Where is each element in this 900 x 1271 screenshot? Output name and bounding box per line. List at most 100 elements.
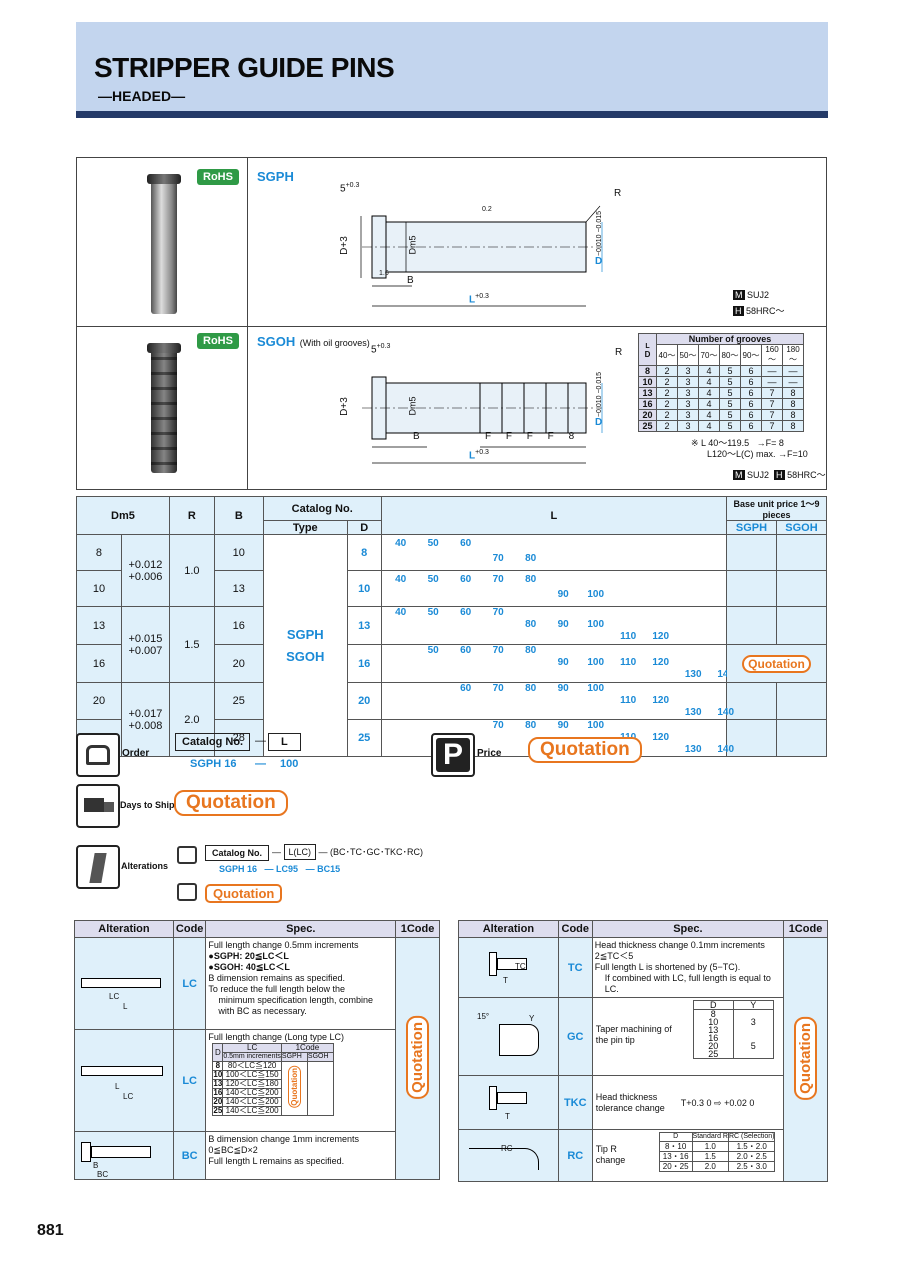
h-d: D xyxy=(346,520,382,535)
header-bar xyxy=(76,111,828,118)
sgoh-panel: RoHS SGOH (With oil grooves) 5+0.3 R D+3… xyxy=(76,326,827,490)
grooves-col: 90～ xyxy=(740,344,762,366)
alt-truck-icon xyxy=(177,883,197,901)
sgoh-f-note-1: ※ L 40～119.5 →F= 8 xyxy=(691,438,784,448)
h-l: L xyxy=(380,496,728,535)
phone-icon xyxy=(76,733,120,777)
sgoh-drawing xyxy=(362,376,603,464)
altr-h-1code: 1Code xyxy=(783,920,828,938)
r-1: 1.0 xyxy=(168,534,215,607)
L-value: 60 xyxy=(460,683,472,694)
alterations-label: Alterations xyxy=(121,861,169,871)
L-value: 70 xyxy=(492,645,504,656)
L-value: 70 xyxy=(492,574,504,585)
dm5-8: 8 xyxy=(76,534,122,571)
L-16a: 50 60 70 80 xyxy=(382,645,728,657)
D-25: 25 xyxy=(346,719,382,757)
lc2-diagram: L LC xyxy=(74,1029,174,1132)
sgph-dim-angle: 0.2 xyxy=(482,206,492,213)
dm5-20: 20 xyxy=(76,682,122,720)
alt-example: SGPH 16 — LC95 — BC15 xyxy=(219,864,341,874)
tkc-diagram: T xyxy=(458,1075,559,1130)
L-value: 120 xyxy=(652,657,670,668)
L-value: 50 xyxy=(427,645,439,656)
dm5-10: 10 xyxy=(76,570,122,607)
altr-h-alteration: Alteration xyxy=(458,920,559,938)
truck-icon xyxy=(76,784,120,828)
sgph-dim-Dm5: Dm5 xyxy=(407,235,418,255)
sgph-panel: RoHS SGPH 5+0.3 R D+3 Dm5 D −0.010 −0.01… xyxy=(76,157,827,327)
L-value: 40 xyxy=(395,607,407,618)
grooves-col: 70～ xyxy=(698,344,720,366)
alt-h-code: Code xyxy=(172,920,207,938)
alt-lc-box: — L(LC) — (BC･TC･GC･TKC･RC) xyxy=(272,844,423,860)
lc-code: LC xyxy=(172,937,207,1030)
alt-h-1code: 1Code xyxy=(395,920,440,938)
sgoh-dim-5: 5+0.3 xyxy=(371,343,391,356)
alt-right-quotation: Quotation xyxy=(783,937,828,1182)
order-example-dash: — xyxy=(255,758,266,770)
sgph-pin-image xyxy=(151,176,177,314)
page-title: STRIPPER GUIDE PINS xyxy=(94,52,395,83)
price-label: Price xyxy=(477,748,502,759)
h-sgph: SGPH xyxy=(726,520,777,535)
grooves-col: 180～ xyxy=(782,344,804,366)
L-value: 130 xyxy=(684,669,702,680)
tol-1: +0.012 +0.006 xyxy=(120,534,170,607)
h-dm5: Dm5 xyxy=(76,496,170,535)
D-10: 10 xyxy=(346,570,382,607)
L-value: 130 xyxy=(684,744,702,755)
alt-phone-icon xyxy=(177,846,197,864)
sgph-hardness: H 58HRC～ xyxy=(733,306,785,316)
page-number: 881 xyxy=(37,1222,64,1239)
sgoh-f-note-2: L120～L(C) max. →F=10 xyxy=(707,449,808,459)
L-value: 80 xyxy=(525,553,537,564)
order-catalog-box: Catalog No. xyxy=(175,733,251,751)
L-value: 60 xyxy=(460,574,472,585)
L-value: 60 xyxy=(460,645,472,656)
alt-h-spec: Spec. xyxy=(205,920,397,938)
order-example-2: 100 xyxy=(280,758,299,770)
sgph-dim-R: R xyxy=(614,188,622,199)
h-b: B xyxy=(213,496,264,535)
L-value: 80 xyxy=(525,574,537,585)
grooves-col: 50～ xyxy=(677,344,699,366)
L-value: 120 xyxy=(652,732,670,743)
altr-h-code: Code xyxy=(557,920,593,938)
b-16: 16 xyxy=(213,606,264,645)
h-r: R xyxy=(168,496,215,535)
rc-diagram: RC xyxy=(458,1129,559,1182)
rohs-badge: RoHS xyxy=(197,169,239,185)
sgoh-material: M SUJ2 H 58HRC～ xyxy=(733,470,826,480)
sgph-dim-D3: D+3 xyxy=(338,236,350,255)
page-header: STRIPPER GUIDE PINS —HEADED— xyxy=(76,22,828,118)
sgph-dim-B: B xyxy=(407,275,414,286)
L-value: 80 xyxy=(525,645,537,656)
alt-catalog-box: Catalog No. xyxy=(205,845,270,861)
sgph-dim-5: 5+0.3 xyxy=(340,182,360,195)
gc-diagram: 15° Y xyxy=(458,997,559,1076)
L-value: 100 xyxy=(587,657,605,668)
D-20: 20 xyxy=(346,682,382,720)
L-value: 90 xyxy=(557,720,569,731)
tkc-code: TKC xyxy=(557,1075,593,1130)
